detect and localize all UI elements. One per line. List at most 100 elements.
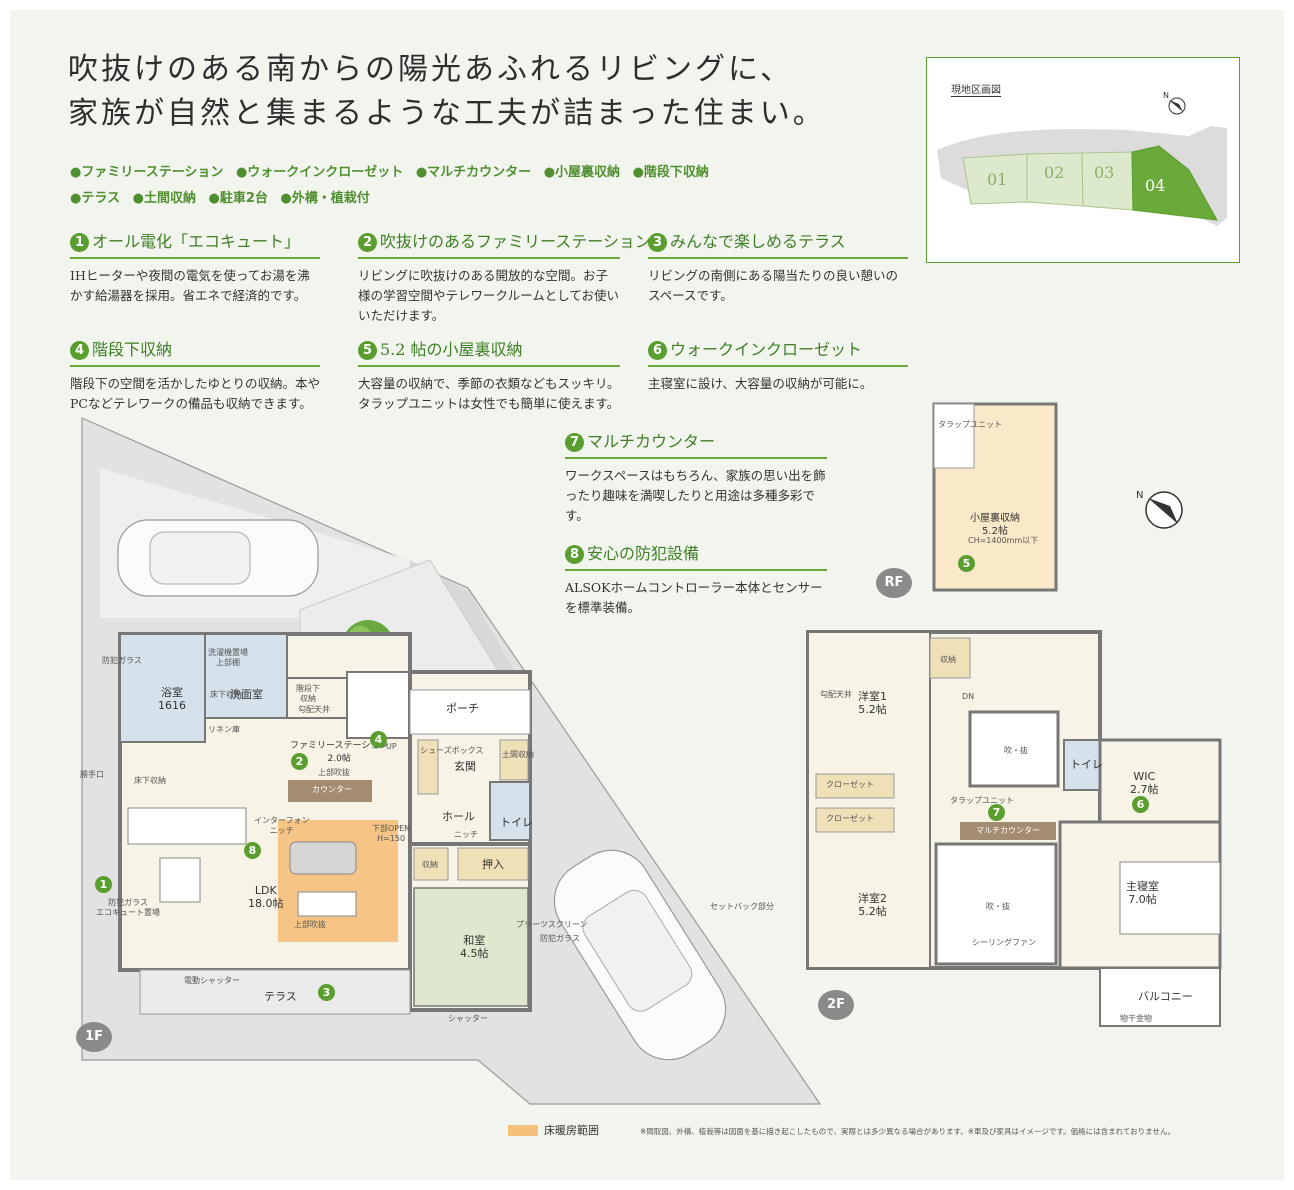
opening-note: 下部OPEN H=150 [372,824,411,843]
tarap-unit-rf: タラップユニット [938,420,1002,429]
disclaimer-note: ※間取図、外構、植栽等は図面を基に描き起こしたもので、実際とは多少異なる場合があ… [640,1127,1175,1136]
lot-04: 04 [1145,176,1166,195]
feature-item: ●マルチカウンター [415,165,532,180]
room-attic: 小屋裏収納 5.2帖 [970,513,1020,537]
car-icon [553,849,727,1061]
room-storage-1f: 収納 [422,860,438,869]
stair-down: DN [962,692,975,701]
marker-4: 4 [370,731,387,748]
closet-2: クローゼット [826,814,874,823]
feature-item: ●テラス [70,191,121,206]
room-balcony: バルコニー [1138,990,1193,1003]
marker-5: 5 [958,555,975,572]
site-plan-map: N [937,91,1227,226]
slope-ceiling-note: 勾配天井 [820,690,852,699]
point-title-text: 5.2 帖の小屋裏収納 [380,340,523,359]
marker-3: 3 [318,984,335,1001]
point-body: 大容量の収納で、季節の衣類などもスッキリ。タラップユニットは女性でも簡単に使えま… [358,376,620,411]
floor-badge-rf: RF [876,568,912,598]
room-stair-storage: 階段下 収納 [296,684,320,703]
marker-6: 6 [1132,796,1149,813]
legend: 床暖房範囲 [508,1122,599,1138]
point-number-badge: 1 [70,233,89,252]
ceiling-fan: シーリングファン [972,938,1036,947]
room-wic: WIC 2.7帖 [1130,770,1159,796]
pleats-screen: プリーツスクリーン [516,920,588,929]
point-body: 階段下の空間を活かしたゆとりの収納。本やPCなどテレワークの備品も収納できます。 [70,376,321,411]
headline-line2: 家族が自然と集まるような工夫が詰まった住まい。 [68,96,826,131]
point-body: ALSOKホームコントローラー本体とセンサーを標準装備。 [565,580,823,615]
feature-item: ●外構・植栽付 [280,191,370,206]
room-wash-storage: 洗濯機置場 上部棚 [208,648,248,667]
room-earth-storage: 土間収納 [502,750,534,759]
setback-label: セットバック部分 [710,902,774,911]
room-master: 主寝室 7.0帖 [1126,880,1159,906]
feature-row-2: ●テラス ●土間収納 ●駐車2台 ●外構・植栽付 [70,186,750,212]
north-arrow-icon: N [1163,91,1186,115]
point-title-text: 吹抜けのあるファミリーステーション [380,232,651,251]
headline: 吹抜けのある南からの陽光あふれるリビングに、 家族が自然と集まるような工夫が詰ま… [68,48,826,136]
shutter: シャッター [448,1014,488,1023]
point-title-text: ウォークインクローゼット [670,340,863,359]
room-oshiire: 押入 [482,858,504,871]
room-porch: ポーチ [446,702,479,715]
legend-label: 床暖房範囲 [544,1124,599,1137]
svg-text:N: N [1136,490,1143,501]
point-number-badge: 4 [70,341,89,360]
point-title-text: マルチカウンター [587,432,716,451]
point-number-badge: 2 [358,233,377,252]
point-body: IHヒーターや夜間の電気を使ってお湯を沸かす給湯器を採用。省エネで経済的です。 [70,268,310,303]
electric-shutter: 電動シャッター [184,976,240,985]
room-washitsu: 和室 4.5帖 [460,934,489,960]
point-title-text: 階段下収納 [92,340,173,359]
storage-2f: 収納 [940,655,956,664]
room-hall: ホール [442,810,475,823]
point-number-badge: 6 [648,341,667,360]
room-stair-storage-note: 勾配天井 [298,705,330,714]
room-linen: リネン庫 [208,725,240,734]
point-number-badge: 5 [358,341,377,360]
svg-text:N: N [1163,91,1169,100]
feature-item: ●土間収納 [132,191,196,206]
room-bath: 浴室 1616 [158,686,186,712]
crime-glass: 防犯ガラス [102,656,142,665]
tarap-unit-2f: タラップユニット [950,796,1014,805]
stair-up: UP [386,742,397,751]
feature-item: ●駐車2台 [208,191,268,206]
lot-01: 01 [987,170,1008,189]
attic-ceiling-note: CH=1400mm以下 [968,536,1039,545]
headline-line1: 吹抜けのある南からの陽光あふれるリビングに、 [68,52,794,87]
floor-heating-swatch [508,1125,538,1136]
void-2: 吹・抜 [986,902,1010,911]
point-number-badge: 8 [565,545,584,564]
point-number-badge: 3 [648,233,667,252]
feature-item: ●小屋裏収納 [543,165,621,180]
marker-2: 2 [291,753,308,770]
ecocute-place: 防犯ガラス エコキュート置場 [96,898,160,917]
point-title-text: みんなで楽しめるテラス [670,232,846,251]
site-plan: N 現地区画図 01 02 03 04 [926,57,1240,263]
north-arrow-icon: N [1136,490,1183,529]
lot-02: 02 [1044,163,1065,182]
point-title-text: オール電化「エコキュート」 [92,232,301,251]
point-number-badge: 7 [565,433,584,452]
crime-glass: 防犯ガラス [540,934,580,943]
void-1: 吹・抜 [1004,746,1028,755]
point-body: リビングの南側にある陽当たりの良い憩いのスペースです。 [648,268,899,303]
